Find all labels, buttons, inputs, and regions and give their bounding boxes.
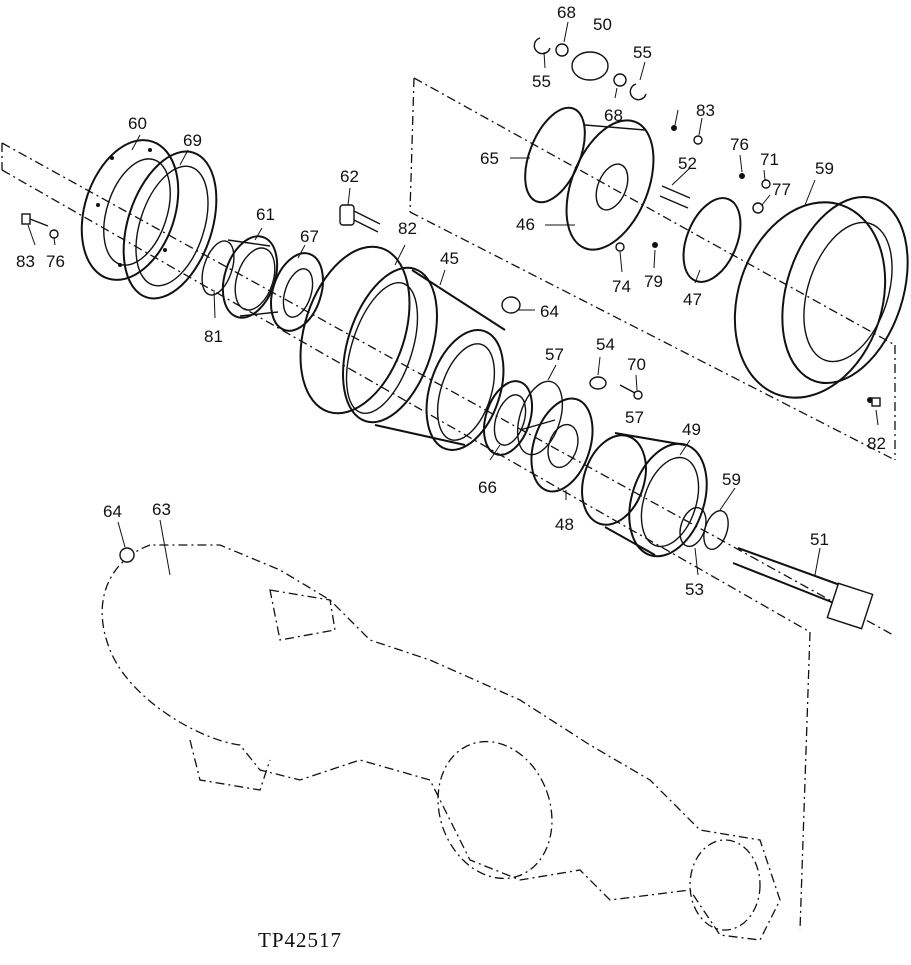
callout-61: 62 xyxy=(340,167,359,186)
callout-50: 50 xyxy=(593,15,612,34)
callout-66: 66 xyxy=(478,478,497,497)
figure-id: TP42517 xyxy=(258,928,342,952)
part-65-o-ring xyxy=(524,106,586,204)
part-80-o-ring xyxy=(299,245,411,415)
part-48-carrier xyxy=(519,397,594,493)
callout-76: 77 xyxy=(772,180,791,199)
callout-67: 67 xyxy=(300,227,319,246)
part-71-76-fasteners xyxy=(739,173,771,214)
callout-83: 83 xyxy=(696,101,715,120)
callout-54: 54 xyxy=(596,335,615,354)
part-50-gear xyxy=(533,37,647,101)
part-62-axle-housing xyxy=(101,544,781,941)
callout-79: 81 xyxy=(204,327,223,346)
part-59-drum xyxy=(733,195,909,407)
callout-45: 45 xyxy=(440,249,459,268)
callout-71: 71 xyxy=(760,150,779,169)
callout-53: 53 xyxy=(685,580,704,599)
part-84-83-fasteners xyxy=(671,125,703,145)
callout-55-left: 55 xyxy=(532,72,551,91)
callout-52: 52 xyxy=(678,154,697,173)
part-67-seal xyxy=(270,252,324,332)
callout-70: 70 xyxy=(627,355,646,374)
part-51-axle-shaft xyxy=(732,547,874,630)
callout-60: 61 xyxy=(256,205,275,224)
callout-68-top: 68 xyxy=(557,3,576,22)
part-79-seal xyxy=(201,240,235,296)
part-66-bearing xyxy=(483,380,533,456)
part-57-snap-ring xyxy=(516,380,564,456)
callout-58: 59 xyxy=(722,470,741,489)
callout-62: 63 xyxy=(152,500,171,519)
callout-48: 48 xyxy=(555,515,574,534)
callout-57-lower: 57 xyxy=(625,408,644,427)
callout-47: 47 xyxy=(683,290,702,309)
part-63-plug xyxy=(501,296,521,314)
callout-51: 51 xyxy=(810,530,829,549)
callout-81: 83 xyxy=(16,252,35,271)
leader-lines xyxy=(27,21,879,576)
part-46-cover xyxy=(565,119,655,251)
callout-49: 49 xyxy=(682,420,701,439)
part-61-stud xyxy=(339,204,381,233)
callout-68-lower: 68 xyxy=(604,106,623,125)
callout-63: 64 xyxy=(540,302,559,321)
part-60-bearing xyxy=(221,235,279,319)
callout-55-right: 55 xyxy=(633,43,652,62)
callout-labels: 83 76 60 69 61 67 81 62 82 45 64 66 57 5… xyxy=(16,3,886,952)
callout-65: 65 xyxy=(480,149,499,168)
part-49-ring-gear xyxy=(581,432,708,558)
callout-46: 46 xyxy=(516,215,535,234)
callout-80: 82 xyxy=(398,219,417,238)
callout-73: 74 xyxy=(612,277,631,296)
part-52-pin xyxy=(659,185,691,209)
callout-69: 69 xyxy=(183,131,202,150)
part-56-flange xyxy=(80,139,180,281)
callout-59: 59 xyxy=(815,159,834,178)
callout-74-left: 76 xyxy=(46,252,65,271)
part-73-77-fasteners xyxy=(615,242,658,252)
part-81-bolt xyxy=(21,213,59,239)
callout-56: 60 xyxy=(128,114,147,133)
callout-64: 64 xyxy=(103,502,122,521)
part-47-plate xyxy=(682,197,742,283)
callout-82: 82 xyxy=(867,434,886,453)
part-69-gasket xyxy=(122,150,218,300)
callout-74-right: 76 xyxy=(730,135,749,154)
callout-77: 79 xyxy=(644,272,663,291)
part-45-hub xyxy=(342,266,506,451)
part-58-ring xyxy=(703,509,729,551)
part-54-pin xyxy=(589,376,643,400)
callout-57-upper: 57 xyxy=(545,345,564,364)
